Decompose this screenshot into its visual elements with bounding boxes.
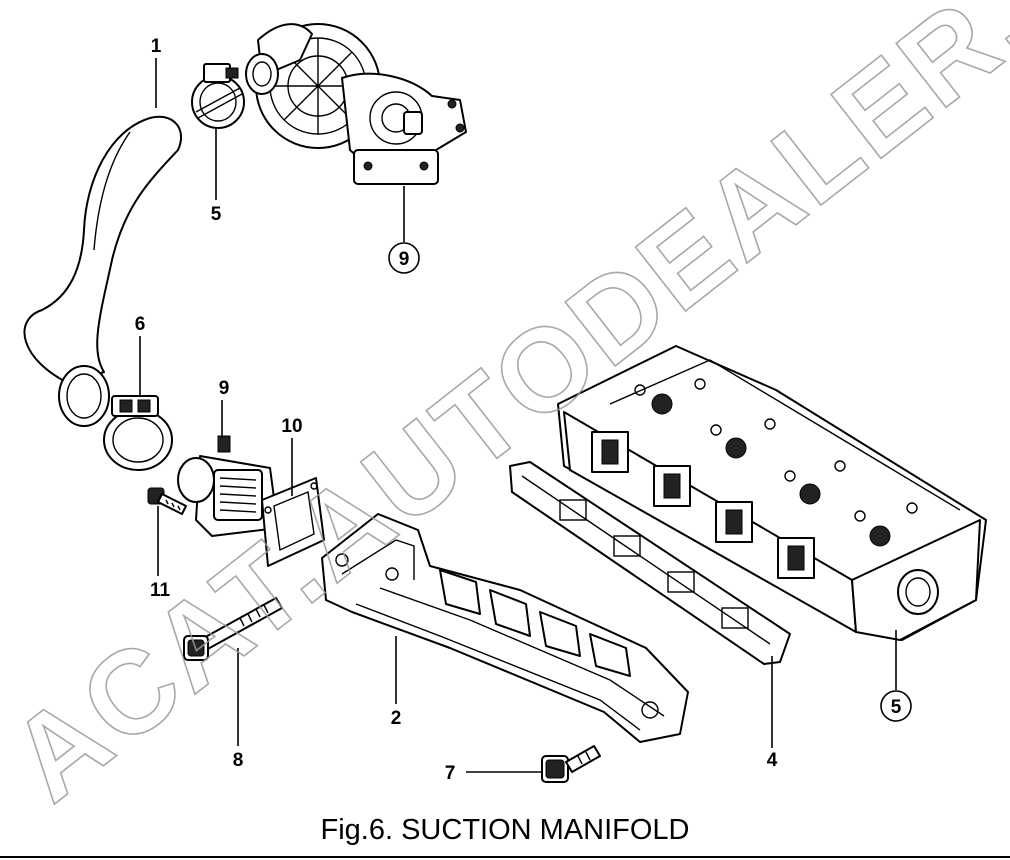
callout-4: 4: [767, 750, 778, 771]
callout-8: 8: [233, 750, 244, 771]
figure-caption: Fig.6. SUCTION MANIFOLD: [320, 814, 690, 846]
callout-1: 1: [151, 36, 162, 57]
bottom-rule: [0, 856, 1010, 858]
bolt-long: [183, 597, 283, 661]
intake-hose: [23, 115, 183, 427]
bolt-manifold: [541, 745, 601, 783]
manifold-gasket: [509, 461, 791, 665]
callout-5-upper: 5: [211, 204, 222, 225]
flange-gasket: [261, 477, 325, 567]
callout-10: 10: [281, 416, 302, 437]
callout-6: 6: [135, 314, 146, 335]
callout-2: 2: [391, 708, 402, 729]
callout-9-circle: [388, 242, 420, 274]
callout-5-circle: [880, 690, 912, 722]
hose-clamp-lower: [103, 395, 173, 471]
turbocharger: [245, 23, 467, 185]
leader-lines: [139, 58, 897, 773]
intake-heater-flange: [177, 435, 279, 537]
callout-11: 11: [150, 580, 171, 601]
bolt-small: [147, 487, 187, 515]
callout-9-turbo: 9: [399, 249, 410, 270]
suction-manifold: [321, 513, 689, 743]
callout-9-heater: 9: [219, 378, 230, 399]
callout-7: 7: [445, 763, 456, 784]
callout-labels: 1 5 9 6 9 10 11 8 2 7 4 5: [135, 36, 912, 784]
hose-clamp-upper: [191, 63, 245, 129]
callout-5-head: 5: [891, 697, 902, 718]
cylinder-head: [557, 345, 987, 641]
